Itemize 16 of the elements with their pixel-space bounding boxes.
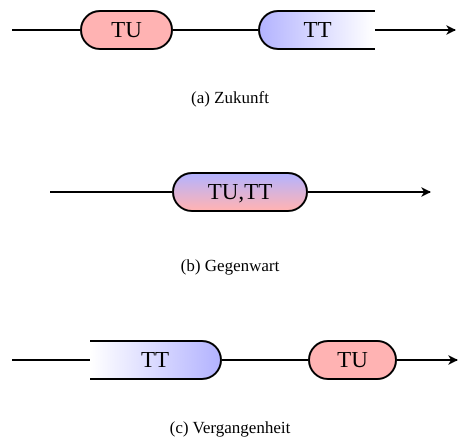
- line: [222, 359, 308, 361]
- rounded-box: TU,TT: [172, 172, 308, 212]
- rounded-box: TU: [308, 340, 397, 380]
- arrow: [375, 25, 456, 35]
- line: [173, 29, 258, 31]
- caption: (a) Zukunft: [191, 88, 269, 108]
- caption: (c) Vergangenheit: [170, 418, 290, 438]
- arrow: [397, 355, 458, 365]
- line: [12, 29, 80, 31]
- open-box: TT: [258, 10, 375, 50]
- caption: (b) Gegenwart: [180, 256, 280, 276]
- line: [12, 359, 90, 361]
- line: [50, 191, 172, 193]
- rounded-box: TU: [80, 10, 173, 50]
- arrow: [308, 187, 431, 197]
- open-box: TT: [90, 340, 222, 380]
